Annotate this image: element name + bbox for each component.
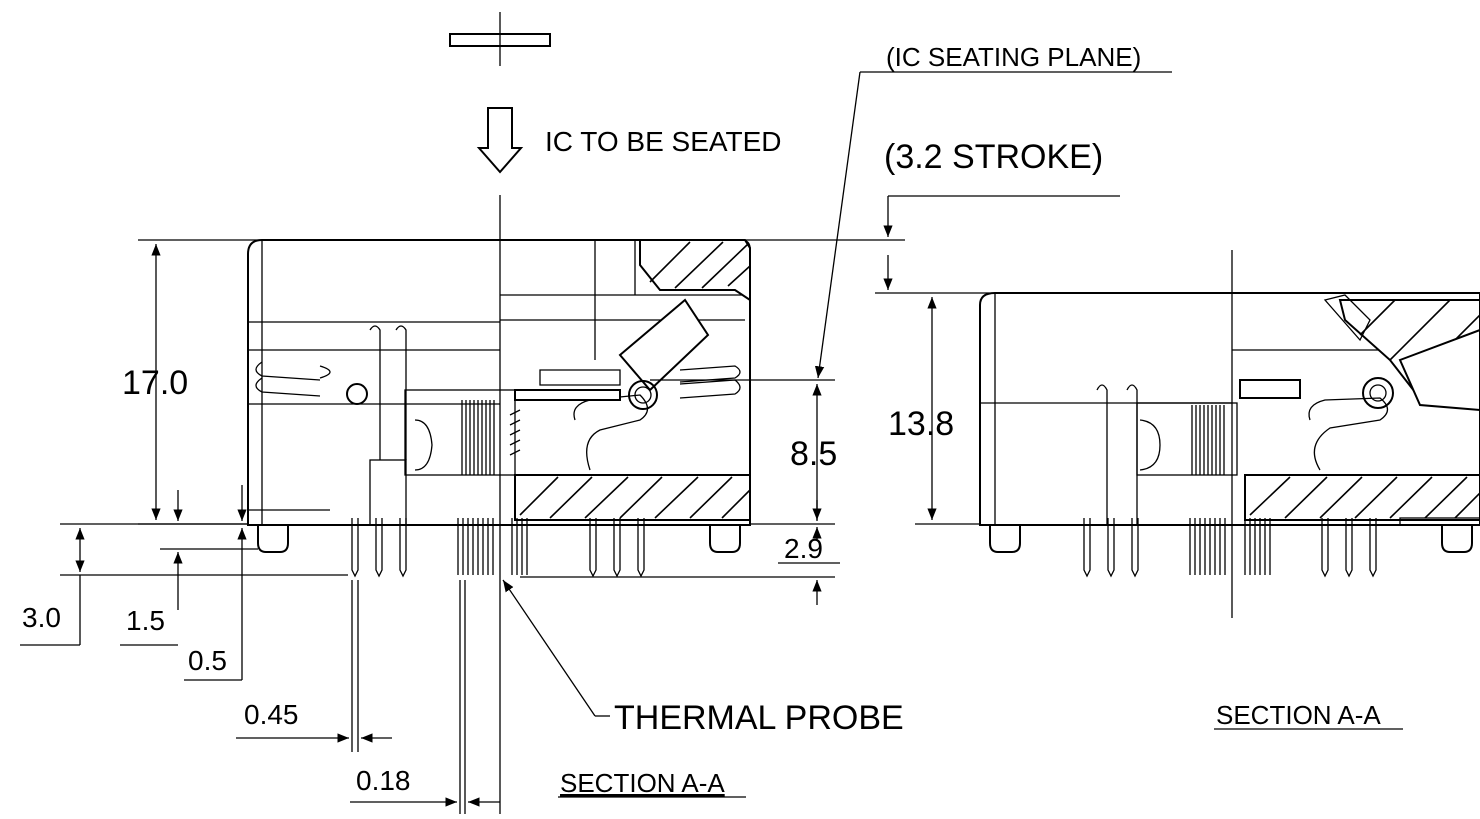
dim-0-5-label: 0.5	[188, 645, 227, 676]
dimension-8-5-and-2-9	[520, 379, 840, 605]
dimension-13-8	[915, 297, 980, 525]
section-a-a-left-label: SECTION A-A	[560, 768, 725, 798]
section-a-a-right-label: SECTION A-A	[1216, 700, 1381, 730]
dimension-pin-widths	[236, 580, 500, 814]
seat-direction-arrow	[476, 107, 524, 174]
ic-part	[449, 12, 551, 66]
dim-0-18-label: 0.18	[356, 765, 411, 796]
dim-0-45-label: 0.45	[244, 699, 299, 730]
ic-to-be-seated-label: IC TO BE SEATED	[545, 126, 782, 157]
seating-plane-leader	[814, 71, 1172, 379]
right-socket-section	[979, 250, 1480, 618]
dim-13-8-label: 13.8	[888, 405, 954, 443]
stroke-dimension	[740, 195, 1480, 294]
ic-seating-plane-label: (IC SEATING PLANE)	[886, 42, 1141, 72]
stroke-label: (3.2 STROKE)	[884, 138, 1103, 176]
dim-1-5-label: 1.5	[126, 605, 165, 636]
thermal-probe-label: THERMAL PROBE	[614, 699, 904, 737]
dim-8-5-label: 8.5	[790, 435, 837, 473]
dim-2-9-label: 2.9	[784, 533, 823, 564]
thermal-probe-leader	[502, 579, 610, 717]
dimension-lead-offsets	[20, 485, 348, 681]
dim-17-label: 17.0	[122, 364, 188, 402]
dim-3-0-label: 3.0	[22, 602, 61, 633]
